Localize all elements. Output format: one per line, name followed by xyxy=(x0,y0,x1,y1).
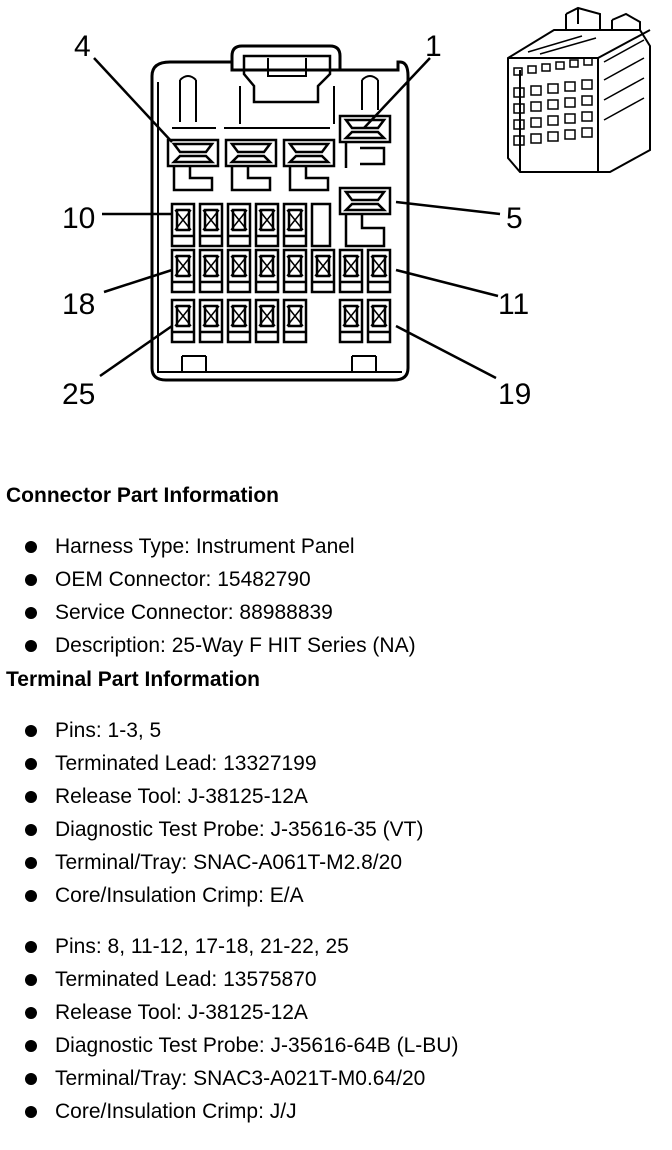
small-cavity xyxy=(198,202,224,248)
pin-label-4: 4 xyxy=(74,30,91,63)
small-cavity xyxy=(338,248,364,294)
list-item: Pins: 1-3, 5 xyxy=(0,714,672,747)
list-item: Terminated Lead: 13575870 xyxy=(0,963,672,996)
large-cavity xyxy=(166,138,220,192)
pin-label-19: 19 xyxy=(498,378,531,411)
small-cavity xyxy=(198,298,224,344)
small-cavity xyxy=(366,248,392,294)
small-terminal-cavities xyxy=(170,202,392,344)
small-cavity xyxy=(254,298,280,344)
list-item: Service Connector: 88988839 xyxy=(0,596,672,629)
large-terminal-cavities xyxy=(166,114,392,248)
list-item: Diagnostic Test Probe: J-35616-35 (VT) xyxy=(0,813,672,846)
small-cavity xyxy=(170,202,196,248)
small-cavity xyxy=(254,248,280,294)
small-cavity xyxy=(226,298,252,344)
list-item: Description: 25-Way F HIT Series (NA) xyxy=(0,629,672,662)
small-cavity xyxy=(310,248,336,294)
large-cavity xyxy=(282,138,336,192)
small-cavity xyxy=(226,248,252,294)
small-cavity xyxy=(170,298,196,344)
small-cavity xyxy=(282,248,308,294)
list-item: Terminal/Tray: SNAC-A061T-M2.8/20 xyxy=(0,846,672,879)
small-cavity xyxy=(170,248,196,294)
small-cavity xyxy=(282,298,308,344)
terminal-info-title: Terminal Part Information xyxy=(6,668,260,691)
list-item: Pins: 8, 11-12, 17-18, 21-22, 25 xyxy=(0,930,672,963)
large-cavity xyxy=(224,138,278,192)
pin-label-10: 10 xyxy=(62,202,95,235)
list-item: Terminal/Tray: SNAC3-A021T-M0.64/20 xyxy=(0,1062,672,1095)
list-item: Core/Insulation Crimp: E/A xyxy=(0,879,672,912)
small-cavity xyxy=(282,202,308,248)
list-item: Release Tool: J-38125-12A xyxy=(0,780,672,813)
list-item: Diagnostic Test Probe: J-35616-64B (L-BU… xyxy=(0,1029,672,1062)
list-item: Harness Type: Instrument Panel xyxy=(0,530,672,563)
connector-3d-view xyxy=(507,6,651,173)
small-cavity xyxy=(254,202,280,248)
pin-label-11: 11 xyxy=(498,288,529,321)
leader-lines xyxy=(93,57,501,380)
pin-label-5: 5 xyxy=(506,202,523,235)
large-cavity xyxy=(338,114,392,168)
large-cavity xyxy=(338,186,392,248)
list-item: Core/Insulation Crimp: J/J xyxy=(0,1095,672,1128)
small-cavity xyxy=(366,298,392,344)
pin-label-1: 1 xyxy=(425,30,442,63)
list-item: Terminated Lead: 13327199 xyxy=(0,747,672,780)
list-item: Release Tool: J-38125-12A xyxy=(0,996,672,1029)
connector-diagram: 4 1 10 5 18 11 25 19 xyxy=(62,6,651,411)
list-item: OEM Connector: 15482790 xyxy=(0,563,672,596)
connector-face-view xyxy=(150,44,410,382)
connector-info-title: Connector Part Information xyxy=(6,484,280,507)
small-cavity xyxy=(226,202,252,248)
blank-cavity xyxy=(310,202,332,248)
small-cavity xyxy=(198,248,224,294)
part-information: Connector Part Information Harness Type:… xyxy=(0,480,672,1128)
pin-label-18: 18 xyxy=(62,288,95,321)
pin-label-25: 25 xyxy=(62,378,95,411)
small-cavity xyxy=(338,298,364,344)
